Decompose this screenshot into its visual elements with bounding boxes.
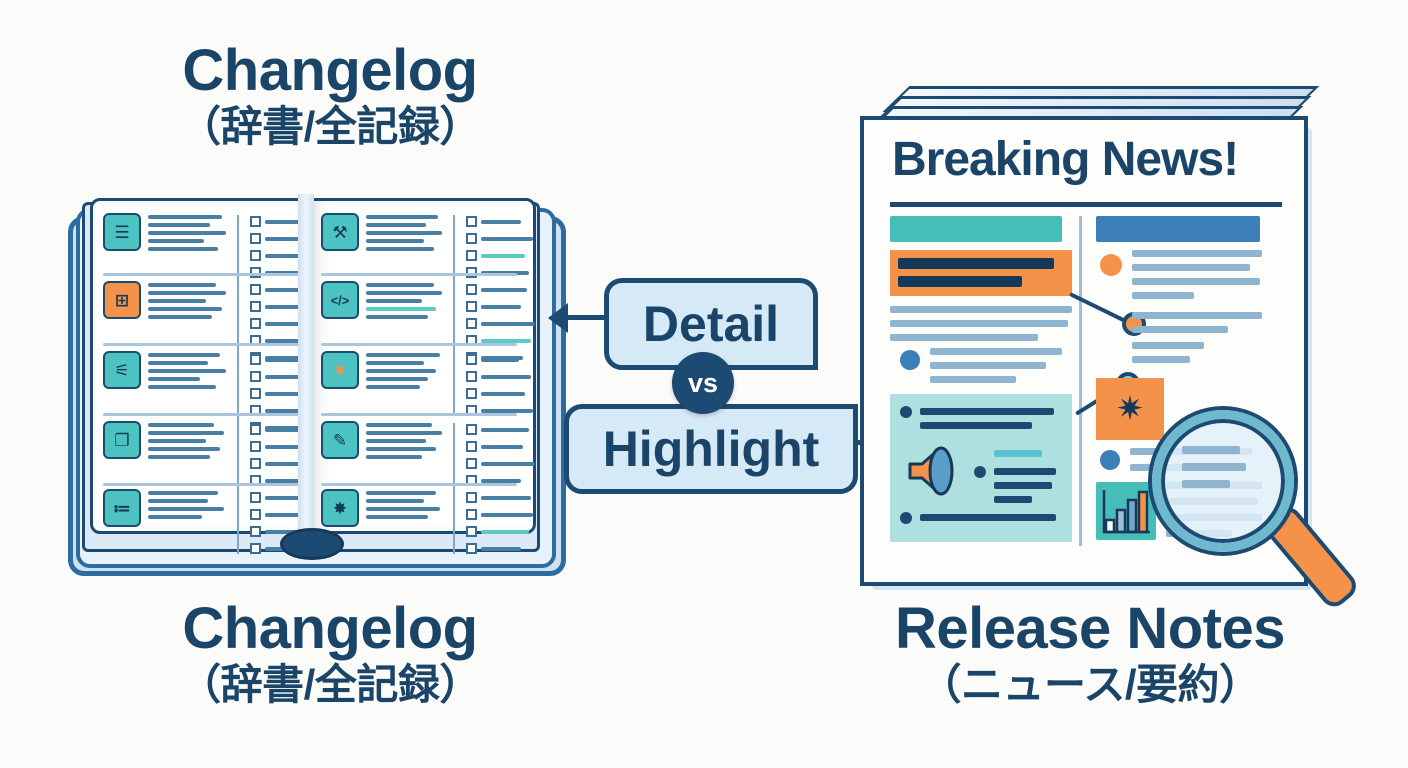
book-spine-knob: [280, 528, 344, 560]
highlight-callout[interactable]: Highlight: [564, 404, 858, 494]
highlight-label: Highlight: [602, 421, 820, 477]
blue-banner: [1096, 216, 1260, 242]
detail-label: Detail: [642, 296, 780, 352]
row-text-lines: [148, 213, 228, 251]
book-spine: [298, 194, 314, 538]
orange-bullet-dot: [1100, 254, 1122, 276]
changelog-top-title-en: Changelog: [182, 38, 478, 103]
gear-orange-icon: ✷: [321, 351, 359, 389]
row-divider: [237, 215, 239, 295]
magnifier-content-lines: [1182, 446, 1246, 488]
column-divider: [1079, 216, 1082, 546]
bar-chart-block: [1096, 482, 1156, 540]
magnifying-glass-icon: [1152, 410, 1362, 613]
gear-icon: ✷: [1115, 390, 1145, 428]
vs-badge: vs: [672, 352, 734, 414]
bar-chart-icon: [1102, 490, 1150, 534]
release-notes-newspaper: Breaking News!: [848, 86, 1362, 613]
headline-rule: [890, 202, 1282, 207]
book-page-right: ⚒ </>: [306, 198, 536, 554]
edit-document-icon: ✎: [321, 421, 359, 459]
arrow-left-shaft: [566, 315, 610, 320]
changelog-top-title-jp: （辞書/全記録）: [179, 103, 481, 150]
book-row-right-3: ✎: [321, 421, 535, 503]
checklist-icon: ☰: [103, 213, 141, 251]
sitemap-icon: ⊞: [103, 281, 141, 319]
gear-block: ✷: [1096, 378, 1164, 440]
orange-highlight-block: [890, 250, 1072, 296]
release-notes-title-jp: （ニュース/要約）: [919, 661, 1261, 708]
newspaper-headline: Breaking News!: [892, 133, 1239, 186]
vs-label: vs: [687, 367, 719, 398]
book-row-right-2: ✷: [321, 351, 533, 416]
text-line: [890, 334, 1038, 341]
book-row-left-4: ≔: [103, 489, 317, 554]
arrow-left-head: [548, 303, 568, 333]
changelog-book: ☰ ⊞: [62, 188, 566, 588]
book-row-right-4: ✸: [321, 489, 533, 554]
documents-icon: ❐: [103, 421, 141, 459]
newspaper-page: Breaking News!: [860, 116, 1362, 613]
teal-banner: [890, 216, 1062, 242]
bullet-list-icon: ≔: [103, 489, 141, 527]
changelog-top-title: Changelog （辞書/全記録）: [60, 42, 600, 148]
code-icon: </>: [321, 281, 359, 319]
book-page-left: ☰ ⊞: [90, 198, 320, 554]
release-notes-bottom-title: Release Notes （ニュース/要約）: [820, 600, 1360, 706]
text-line: [890, 320, 1068, 327]
tools-icon: ⚒: [321, 213, 359, 251]
megaphone-icon: [904, 442, 966, 500]
changelog-bottom-title-en: Changelog: [182, 596, 478, 661]
release-notes-title-en: Release Notes: [894, 596, 1286, 661]
blue-bullet-dot: [900, 350, 920, 370]
text-line: [890, 306, 1072, 313]
gear-icon: ✸: [321, 489, 359, 527]
settings-sliders-icon: ⚟: [103, 351, 141, 389]
changelog-bottom-title-jp: （辞書/全記録）: [179, 661, 481, 708]
megaphone-panel: [890, 394, 1072, 542]
book-row-right-0: ⚒: [321, 213, 533, 295]
connector-line-1: [1069, 292, 1127, 323]
changelog-bottom-title: Changelog （辞書/全記録）: [60, 600, 600, 706]
